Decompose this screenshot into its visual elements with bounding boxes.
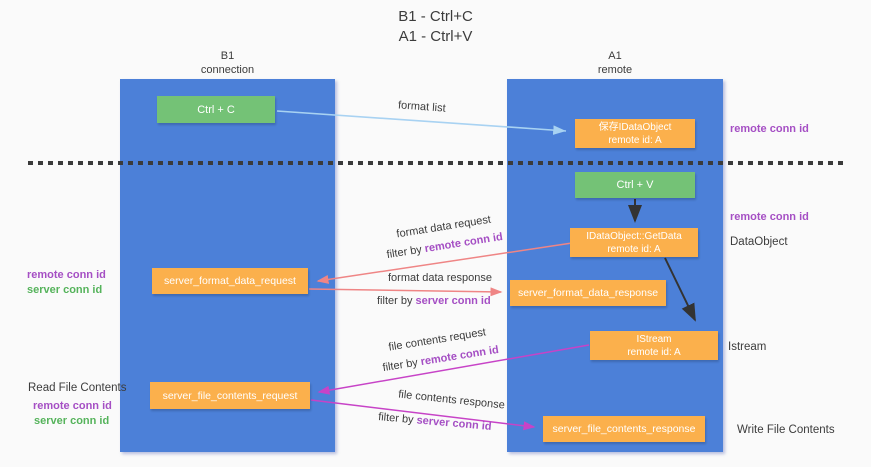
title-line-2: A1 - Ctrl+V xyxy=(398,27,473,45)
arrow-format-data-response xyxy=(308,287,503,297)
node-ctrl-c: Ctrl + C xyxy=(157,96,275,123)
filter-by-text: filter by xyxy=(377,411,418,427)
annotation-remote-conn-id-left: remote conn id xyxy=(27,269,106,281)
node-server-file-contents-request: server_file_contents_request xyxy=(150,382,310,409)
right-column-name: A1 xyxy=(608,50,622,62)
label-filter-by-server-conn-id-1: filter by server conn id xyxy=(377,295,491,307)
node-server-format-data-response: server_format_data_response xyxy=(510,280,666,306)
remote-conn-id-text: remote conn id xyxy=(423,230,504,256)
label-filter-by-server-conn-id-2: filter by server conn id xyxy=(378,411,492,433)
filter-by-text: filter by xyxy=(381,356,422,375)
filter-by-text: filter by xyxy=(377,295,416,307)
annotation-istream: Istream xyxy=(728,341,767,353)
left-column-name: B1 xyxy=(220,50,235,62)
node-server-file-contents-request-label: server_file_contents_request xyxy=(162,389,298,402)
node-server-format-data-request: server_format_data_request xyxy=(152,268,308,294)
node-ctrl-c-label: Ctrl + C xyxy=(197,103,235,116)
annotation-write-file-contents: Write File Contents xyxy=(737,424,835,436)
node-ctrl-v-label: Ctrl + V xyxy=(616,179,654,191)
left-column-role: connection xyxy=(200,63,255,76)
annotation-read-file-contents: Read File Contents xyxy=(28,382,127,394)
left-column-header: B1 connection xyxy=(120,50,335,78)
node-istream-line2: remote id: A xyxy=(627,346,681,358)
server-conn-id-text: server conn id xyxy=(416,414,493,433)
node-server-file-contents-response-label: server_file_contents_response xyxy=(552,423,696,435)
server-conn-id-text: server conn id xyxy=(415,295,491,307)
annotation-dataobject: DataObject xyxy=(730,236,788,248)
annotation-remote-conn-id-read: remote conn id xyxy=(33,400,112,412)
node-server-format-data-request-label: server_format_data_request xyxy=(164,275,296,287)
node-getdata-line1: IDataObject::GetData xyxy=(586,230,682,242)
annotation-server-conn-id-read: server conn id xyxy=(34,415,110,427)
phase-separator-dashed-line xyxy=(28,161,846,165)
annotation-remote-conn-id-mid: remote conn id xyxy=(730,211,809,223)
node-getdata-line2: remote id: A xyxy=(607,243,661,255)
node-idataobject-getdata: IDataObject::GetData remote id: A xyxy=(570,228,698,257)
node-server-format-data-response-label: server_format_data_response xyxy=(517,287,659,299)
filter-by-text: filter by xyxy=(385,243,426,262)
diagram-title: B1 - Ctrl+C A1 - Ctrl+V xyxy=(0,7,871,46)
label-file-contents-response: file contents response xyxy=(397,388,506,412)
label-format-list: format list xyxy=(397,99,447,115)
title-line-1: B1 - Ctrl+C xyxy=(398,8,473,25)
node-save-idataobject: 保存IDataObject remote id: A xyxy=(575,119,695,148)
node-save-idataobject-line2: remote id: A xyxy=(608,134,662,146)
annotation-server-conn-id-left: server conn id xyxy=(27,284,103,296)
right-column-role: remote xyxy=(597,63,633,76)
node-istream-line1: IStream xyxy=(636,333,672,345)
node-ctrl-v: Ctrl + V xyxy=(575,172,695,198)
node-save-idataobject-line1: 保存IDataObject xyxy=(598,121,672,133)
node-istream: IStream remote id: A xyxy=(590,331,718,360)
node-server-file-contents-response: server_file_contents_response xyxy=(543,416,705,442)
right-column-header: A1 remote xyxy=(507,50,723,78)
annotation-remote-conn-id-top: remote conn id xyxy=(730,123,809,135)
label-format-data-response: format data response xyxy=(388,272,492,284)
remote-conn-id-text: remote conn id xyxy=(419,343,500,369)
